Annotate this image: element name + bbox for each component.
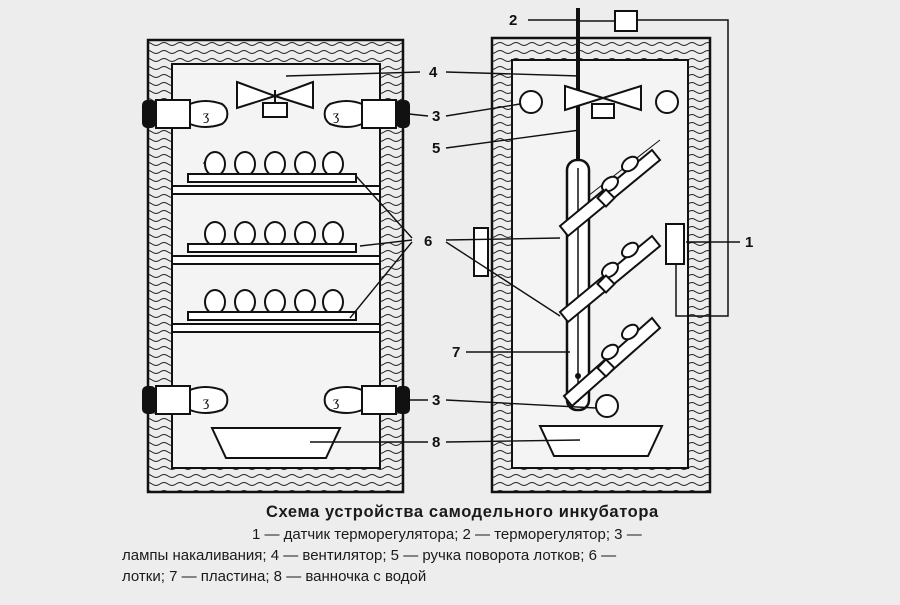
thermoregulator-icon — [614, 10, 638, 32]
leader-lines — [285, 19, 740, 443]
side-view-cabinet — [473, 8, 729, 494]
label-2: 2 — [509, 12, 517, 29]
label-8: 8 — [432, 434, 440, 451]
caption-legend-line: лампы накаливания; 4 — вентилятор; 5 — р… — [122, 547, 617, 564]
lamp-icon: ʒ — [323, 385, 410, 415]
fan-icon — [236, 80, 314, 118]
front-view-cabinet: ʒ ʒ — [142, 38, 410, 494]
water-tray-icon — [210, 427, 342, 459]
svg-text:ʒ: ʒ — [333, 395, 339, 410]
svg-text:ʒ: ʒ — [333, 109, 339, 124]
lamp-icon: ʒ — [142, 99, 229, 129]
lamp-icon: ʒ — [142, 385, 229, 415]
tilted-tray-3 — [562, 316, 662, 408]
sensor-icon — [665, 223, 685, 265]
caption-legend-line: 1 — датчик терморегулятора; 2 — терморег… — [252, 526, 642, 543]
label-4: 4 — [429, 64, 438, 81]
lamp-icon — [595, 394, 619, 418]
lamp-icon — [655, 90, 679, 114]
label-7: 7 — [452, 344, 460, 361]
svg-text:ʒ: ʒ — [203, 395, 209, 410]
caption-legend-line: лотки; 7 — пластина; 8 — ванночка с водо… — [122, 568, 427, 585]
lamp-icon: ʒ — [323, 99, 410, 129]
svg-text:ʒ: ʒ — [203, 109, 209, 124]
tilted-tray-2 — [558, 234, 662, 324]
label-5: 5 — [432, 140, 440, 157]
water-tray-icon — [538, 425, 664, 457]
tray-2 — [171, 221, 381, 265]
label-1: 1 — [745, 234, 753, 251]
caption-title: Схема устройства самодельного инкубатора — [266, 503, 659, 521]
fan-icon — [564, 84, 642, 119]
turning-plate — [565, 158, 591, 412]
label-3: 3 — [432, 108, 440, 125]
label-3b: 3 — [432, 392, 440, 409]
label-6: 6 — [424, 233, 432, 250]
tilted-tray-1 — [558, 139, 662, 238]
lamp-icon — [519, 90, 543, 114]
tray-1 — [171, 151, 381, 195]
tray-3 — [171, 289, 381, 333]
